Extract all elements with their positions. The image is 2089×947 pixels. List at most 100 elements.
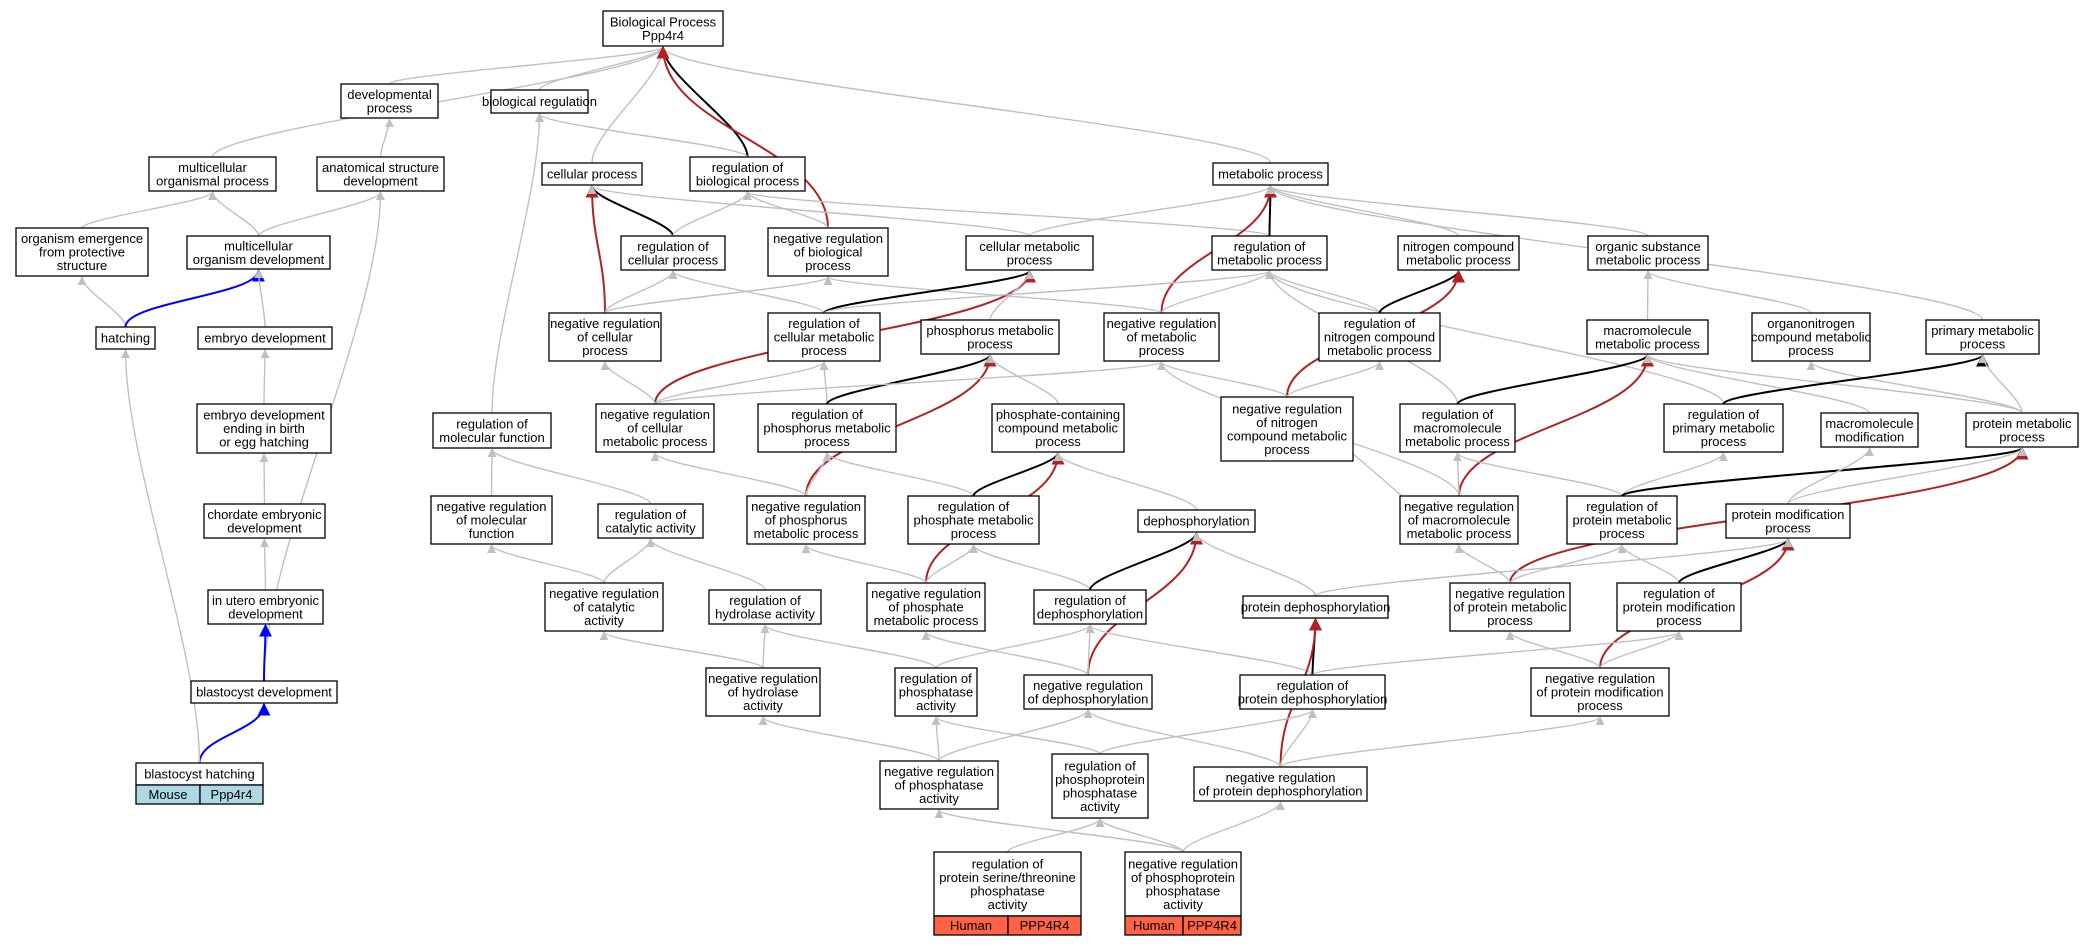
node-ed[interactable]: embryo development: [197, 326, 333, 350]
node-label-line: process: [967, 336, 1013, 351]
edge-nrpmod-to-nrprmp: [1505, 631, 1601, 669]
node-box: [316, 156, 445, 192]
node-box: [620, 235, 726, 271]
node-box: [1051, 753, 1149, 819]
node-box: [1397, 235, 1520, 271]
node-box: [866, 582, 986, 632]
edge-mod-to-asd: [257, 191, 385, 237]
edge-nrpa-to-nrdph: [938, 709, 1093, 762]
node-pdph[interactable]: protein dephosphorylation: [1241, 595, 1391, 619]
node-label-line: biological regulation: [482, 94, 597, 109]
node-label-line: activity: [919, 791, 959, 806]
edge-rprmp-to-rpmp: [1621, 452, 1728, 497]
node-label-line: of macromolecule: [1408, 513, 1511, 528]
node-bd[interactable]: blastocyst development: [190, 680, 338, 704]
node-label-line: of molecular: [456, 513, 527, 528]
edge-rphmp-to-phmp: [826, 353, 997, 405]
edge-nrpmod-to-rpmod: [1599, 631, 1684, 669]
node-rppa[interactable]: regulation ofphosphoproteinphosphataseac…: [1051, 753, 1149, 819]
node-box: [95, 326, 156, 350]
edge-hat-to-oe: [77, 276, 127, 328]
node-dph[interactable]: dephosphorylation: [1137, 509, 1256, 533]
node-box: [757, 403, 897, 453]
node-hat[interactable]: hatching: [95, 326, 156, 350]
edge-nrcp-to-cp: [585, 184, 606, 314]
edge-nrpamp-to-nrphmp: [801, 544, 927, 584]
edge-ced-to-ede: [259, 453, 269, 505]
node-box: [1137, 509, 1256, 533]
node-label-line: process: [1577, 698, 1623, 713]
node-label-line: process: [1765, 520, 1811, 535]
edge-rpamp-to-rphmp: [822, 452, 975, 497]
node-breg[interactable]: biological regulation: [482, 89, 597, 114]
edge-rcp-to-rbp: [672, 191, 752, 237]
edge-rppa-to-rpa: [931, 716, 1101, 755]
node-mp[interactable]: metabolic process: [1212, 162, 1329, 186]
edge-ede-to-ed: [260, 349, 270, 405]
node-cp[interactable]: cellular process: [541, 162, 643, 186]
node-label-line: phosphorus metabolic: [763, 421, 891, 436]
edge-cp-to-bp: [591, 46, 668, 164]
edge-nrppa-to-nrpa: [934, 809, 1184, 853]
node-label-line: macromolecule: [1413, 421, 1501, 436]
edge-pmod-to-mm: [1787, 447, 1874, 505]
node-label-line: blastocyst development: [196, 685, 332, 700]
